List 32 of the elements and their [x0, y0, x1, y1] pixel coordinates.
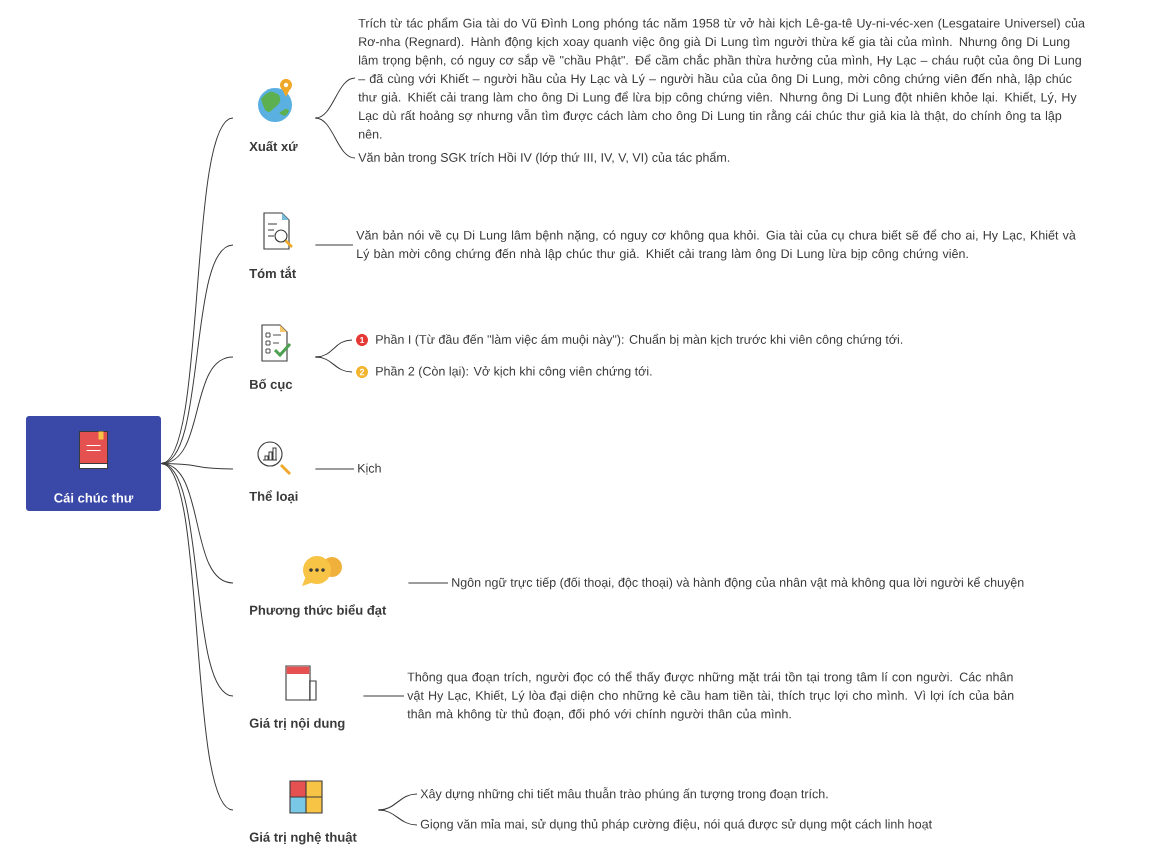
branch-text: Văn bản trong SGK trích Hồi IV (lớp thứ III, IV, V, VI) của tác phẩm. [358, 151, 730, 165]
branch-label: Tóm tắt [249, 266, 296, 279]
branch-text: Phần I (Từ đầu đến "làm việc ám muội này"): Chuẩn bị màn kịch trước khi viên công chứng tới. [376, 333, 903, 347]
branch-label: Phương thức biểu đạt [250, 604, 387, 618]
branch-label: Thể loại [249, 490, 298, 504]
branch-text: Văn bản nói về cụ Di Lung lâm bệnh nặng, có nguy cơ không qua khỏi. Gia tài của cụ chưa biết sẽ để cho ai, Hy Lạc, Khiết và Lý bàn mời công chứng đến nhà lập chúc thư giả. Khiết cải trang làm ông Di Lung lừa bịp công chứng viên. [356, 229, 1076, 261]
number-badge: 2 [356, 366, 368, 378]
connector-line [314, 356, 353, 373]
branch-label: Giá trị nội dung [249, 717, 345, 731]
branch-text: Trích từ tác phẩm Gia tài do Vũ Đình Long phóng tác năm 1958 từ vở hài kịch Lê-ga-tê Uy-ni-véc-xen (Lesgataire Universel) của Rơ-nha (Regnard). Hành động kịch xoay quanh việc ông già Di Lung tìm người thừa kế gia tài của mình. Nhưng ông Di Lung lâm trọng bệnh, có nguy cơ sắp về "chầu Phật". Để cầm chắc phần thừa hưởng của mình, Hy Lạc – cháu ruột của ông Di Lung – đã cùng với Khiết – người hầu của Hy Lạc và Lý – người hầu của của ông Di Lung, mời công chứng viên đến nhà, lập chúc thư giả. Khiết cải trang làm cho ông Di Lung để lừa bịp công chứng viên. Nhưng ông Di Lung đột nhiên khỏe lại. Khiết, Lý, Hy Lạc dù rất hoảng sợ nhưng vẫn tìm được cách làm cho ông Di Lung tin rằng cái chúc thư giả kia là thật, do chính ông ta lập nên. [358, 17, 1085, 139]
branch-label: Giá trị nghệ thuật [249, 831, 357, 845]
branch-text: Thông qua đoạn trích, người đọc có thể thấy được những mặt trái tồn tại trong tâm lí con người. Các nhân vật Hy Lạc, Khiết, Lý lòa đại diện cho những kẻ cầu ham tiền tài, thích trục lợi cho mình. Vì lợi ích của bản thân mà không từ thủ đoạn, đối phó với chính người thân của mình. [407, 671, 1014, 721]
branch-label: Bố cục [250, 378, 293, 392]
connector-line [314, 339, 353, 358]
branch-text: Giọng văn mỉa mai, sử dụng thủ pháp cường điệu, nói quá được sử dụng một cách linh hoạt [420, 819, 932, 831]
branch-label: Xuất xứ [249, 140, 298, 152]
connector-line [314, 244, 354, 246]
branch-text: Kịch [358, 463, 381, 475]
connector-line [362, 695, 405, 697]
root-box: Cái chúc thư [26, 416, 161, 511]
connector-line [314, 468, 355, 470]
connector-line [314, 77, 356, 119]
connector-line [377, 793, 418, 811]
branch-text: Xây dựng những chi tiết mâu thuẫn trào phúng ấn tượng trong đoạn trích. [420, 787, 828, 801]
branch-text: Ngôn ngữ trực tiếp (đối thoại, độc thoại) và hành động của nhân vật mà không qua lời người kể chuyện [452, 576, 1024, 590]
branch-text: Phần 2 (Còn lại): Vở kịch khi công viên chứng tới. [376, 365, 652, 379]
connector-line [160, 463, 234, 811]
number-badge: 1 [356, 334, 368, 346]
connector-line [377, 809, 418, 826]
connector-line [160, 244, 234, 464]
connector-line [314, 117, 356, 159]
connector-line [407, 582, 449, 584]
